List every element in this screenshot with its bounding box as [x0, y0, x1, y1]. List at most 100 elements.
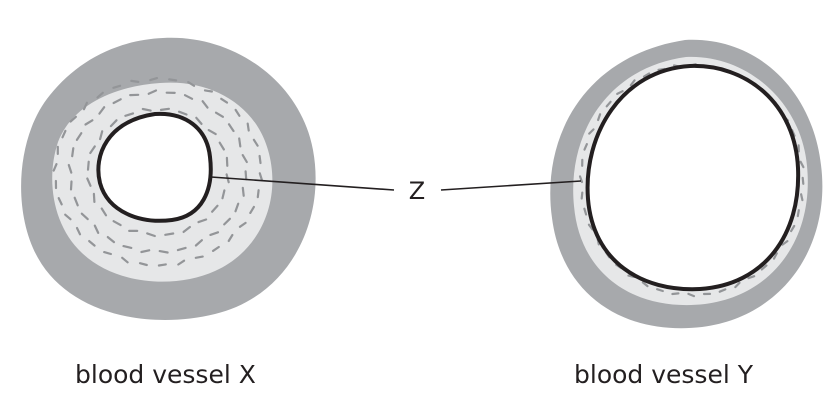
muscle-fibre-dash: [799, 160, 805, 169]
muscle-fibre-dash: [177, 259, 186, 266]
muscle-fibre-dash: [159, 107, 170, 112]
blood-vessel-y: [550, 39, 823, 329]
muscle-fibre-dash: [93, 224, 100, 234]
muscle-fibre-dash: [687, 292, 696, 298]
muscle-fibre-dash: [89, 145, 96, 155]
muscle-fibre-dash: [61, 129, 67, 139]
muscle-fibre-dash: [211, 245, 220, 252]
muscle-fibre-dash: [605, 100, 612, 108]
muscle-fibre-dash: [258, 172, 263, 182]
muscle-fibre-dash: [207, 129, 217, 136]
muscle-fibre-dash: [596, 113, 602, 122]
muscle-fibre-dash: [227, 123, 235, 133]
muscle-fibre-dash: [69, 180, 73, 191]
muscle-fibre-dash: [130, 79, 140, 84]
muscle-fibre-dash: [796, 209, 800, 218]
muscle-fibre-dash: [249, 205, 255, 214]
muscle-fibre-dash: [241, 154, 248, 164]
muscle-fibre-dash: [246, 122, 250, 132]
muscle-fibre-dash: [203, 89, 213, 93]
vessel-y-lining: [585, 63, 801, 292]
muscle-fibre-dash: [194, 239, 203, 247]
muscle-fibre-dash: [69, 115, 78, 123]
blood-vessel-x: [21, 37, 316, 321]
muscle-fibre-dash: [112, 220, 122, 227]
muscle-fibre-dash: [227, 233, 234, 243]
muscle-fibre-dash: [583, 207, 588, 216]
leader-line-to-vessel-x: [210, 176, 395, 191]
muscle-fibre-dash: [82, 101, 89, 111]
muscle-fibre-dash: [194, 255, 204, 259]
muscle-fibre-dash: [88, 240, 96, 247]
muscle-fibre-dash: [211, 204, 219, 213]
muscle-fibre-dash: [734, 281, 741, 289]
muscle-fibre-dash: [147, 89, 158, 95]
muscle-fibre-dash: [641, 281, 649, 288]
caption-blood-vessel-x: blood vessel X: [75, 360, 256, 389]
muscle-fibre-dash: [220, 97, 229, 104]
muscle-fibre-dash: [98, 106, 106, 115]
muscle-fibre-dash: [671, 292, 680, 296]
muscle-fibre-dash: [109, 119, 118, 128]
muscle-fibre-dash: [86, 160, 90, 171]
muscle-fibre-dash: [616, 90, 624, 96]
muscle-fibre-dash: [201, 100, 209, 109]
muscle-fibre-dash: [64, 213, 72, 221]
muscle-fibre-dash: [238, 221, 247, 228]
caption-blood-vessel-y: blood vessel Y: [574, 360, 753, 389]
muscle-fibre-dash: [580, 191, 584, 200]
muscle-fibre-dash: [75, 132, 83, 141]
muscle-fibre-dash: [218, 141, 225, 151]
muscle-fibre-dash: [112, 98, 122, 105]
muscle-fibre-dash: [801, 176, 805, 185]
muscle-fibre-dash: [80, 212, 89, 221]
muscle-fibre-dash: [96, 91, 104, 99]
muscle-fibre-dash: [241, 186, 245, 197]
vessel-x-muscle-dashes: [52, 76, 263, 267]
muscle-fibre-dash: [98, 130, 104, 141]
muscle-fibre-dash: [244, 170, 248, 181]
muscle-fibre-dash: [234, 108, 241, 117]
muscle-fibre-dash: [177, 110, 188, 116]
muscle-fibre-dash: [587, 223, 594, 231]
muscle-fibre-dash: [256, 189, 260, 199]
muscle-fibre-dash: [157, 263, 167, 267]
muscle-fibre-dash: [195, 116, 203, 126]
muscle-fibre-dash: [258, 154, 262, 165]
muscle-fibre-dash: [164, 232, 175, 236]
muscle-fibre-dash: [138, 262, 148, 267]
muscle-fibre-dash: [772, 252, 778, 260]
muscle-fibre-dash: [141, 107, 152, 112]
muscle-fibre-dash: [588, 128, 595, 135]
muscle-fibre-dash: [629, 79, 636, 87]
muscle-fibre-dash: [67, 163, 73, 174]
muscle-fibre-dash: [121, 256, 129, 264]
muscle-fibre-dash: [122, 245, 133, 249]
muscle-fibre-dash: [799, 193, 804, 202]
muscle-fibre-dash: [234, 202, 240, 213]
muscle-fibre-dash: [252, 138, 259, 147]
muscle-fibre-dash: [52, 163, 58, 172]
muscle-fibre-dash: [176, 246, 187, 252]
muscle-fibre-dash: [655, 288, 664, 293]
label-z-group: Z: [210, 176, 582, 205]
muscle-fibre-dash: [92, 192, 96, 203]
muscle-fibre-dash: [75, 226, 82, 236]
muscle-fibre-dash: [158, 250, 169, 254]
muscle-fibre-dash: [197, 218, 208, 224]
muscle-fibre-dash: [71, 147, 75, 158]
muscle-fibre-dash: [187, 80, 196, 87]
muscle-fibre-dash: [182, 225, 191, 233]
muscle-fibre-dash: [221, 189, 226, 200]
muscle-fibre-dash: [146, 232, 156, 238]
muscle-fibre-dash: [238, 137, 242, 148]
muscle-fibre-dash: [57, 197, 63, 206]
muscle-fibre-dash: [789, 224, 796, 233]
muscle-fibre-dash: [86, 177, 92, 187]
muscle-fibre-dash: [103, 251, 113, 256]
muscle-fibre-dash: [73, 196, 79, 207]
muscle-fibre-dash: [209, 231, 220, 236]
muscle-fibre-dash: [112, 84, 122, 89]
muscle-fibre-dash: [760, 264, 768, 271]
